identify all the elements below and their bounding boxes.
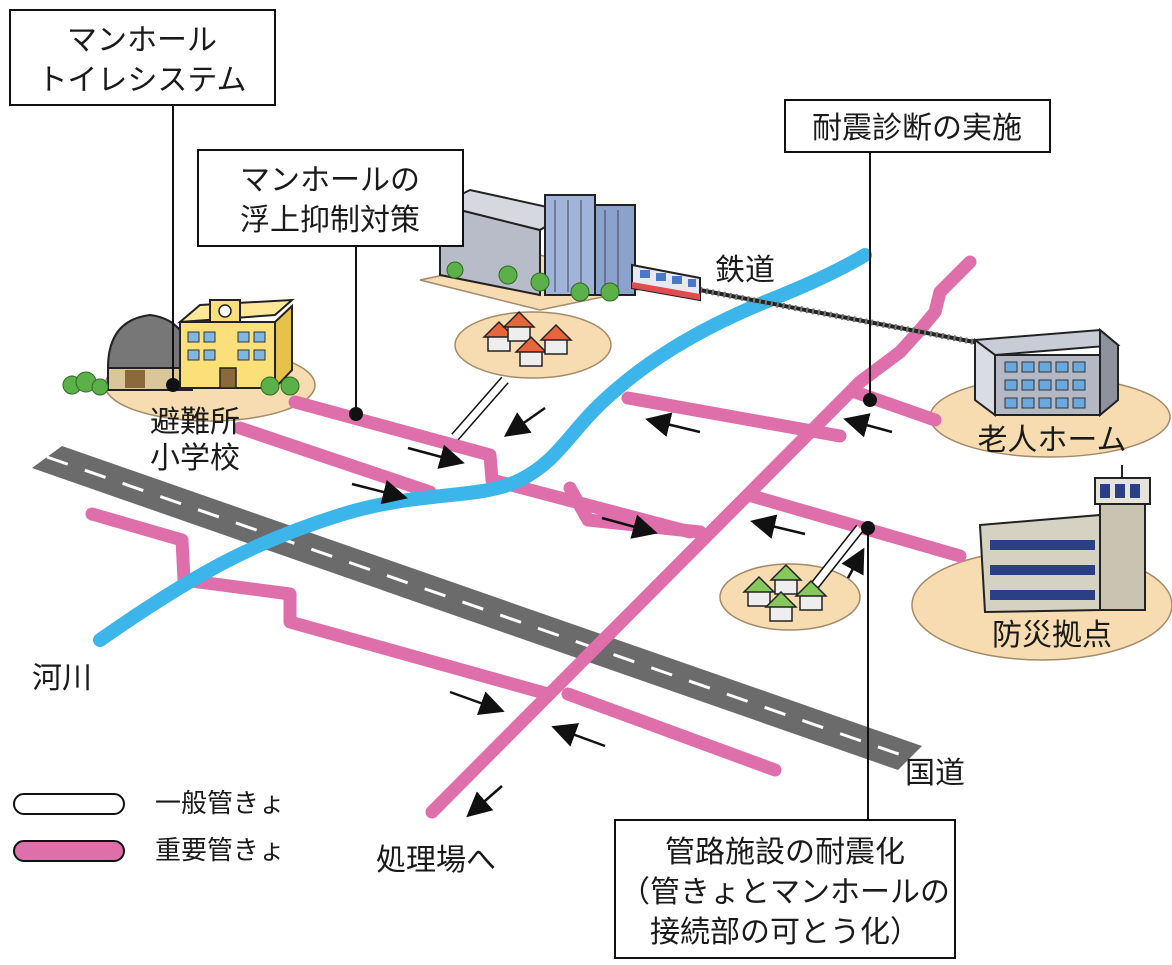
callout-pipe-seismic-line3: 接続部の可とう化）	[650, 915, 920, 950]
pipe-lower	[85, 507, 555, 701]
manhole-dots	[166, 378, 877, 535]
callout-leaders	[172, 105, 871, 820]
school-building-icon	[177, 298, 295, 391]
callout-manhole-toilet: マンホール トイレシステム	[9, 9, 276, 106]
callout-flotation-line2: 浮上抑制対策	[240, 203, 420, 238]
manhole-dot-pipe	[861, 521, 875, 535]
callout-pipe-seismic-line1: 管路施設の耐震化	[665, 835, 905, 870]
elderly-home-building-icon	[972, 327, 1121, 418]
river	[93, 248, 872, 647]
pipe-shelter-upper	[288, 395, 697, 539]
gymnasium-icon	[106, 313, 194, 391]
railway-track	[699, 287, 991, 348]
label-shelter-line2: 小学校	[150, 441, 240, 476]
legend: 一般管きょ 重要管きょ	[13, 789, 285, 866]
houses-icon-2	[742, 563, 828, 622]
pipe-lower-right	[561, 687, 782, 777]
label-elderly-home: 老人ホーム	[977, 423, 1126, 458]
manhole-dot-toilet	[166, 378, 180, 392]
callout-flotation: マンホールの 浮上抑制対策	[197, 149, 464, 247]
callout-seismic-diagnosis-text: 耐震診断の実施	[812, 111, 1022, 146]
tree-icons-shelter	[62, 371, 300, 396]
national-road	[32, 446, 922, 770]
label-disaster-base: 防災拠点	[992, 618, 1112, 653]
callout-manhole-toilet-line1: マンホール	[67, 23, 217, 58]
houses-icon-1	[482, 310, 573, 367]
callout-pipe-seismic-line2: （管きょとマンホールの	[620, 875, 950, 910]
label-national-road: 国道	[905, 756, 965, 791]
flow-arrows	[351, 406, 893, 818]
legend-label-important: 重要管きょ	[155, 836, 285, 866]
office-buildings-icon	[437, 188, 636, 302]
callout-seismic-diagnosis: 耐震診断の実施	[784, 99, 1051, 153]
label-railway: 鉄道	[715, 253, 775, 288]
callout-manhole-toilet-line2: トイレシステム	[37, 63, 246, 98]
label-to-treatment: 処理場へ	[376, 843, 496, 878]
disaster-base-building-icon	[978, 465, 1151, 614]
train-icon	[631, 263, 701, 302]
label-river: 河川	[32, 661, 92, 696]
manhole-dot-flotation	[349, 407, 363, 421]
callout-flotation-line1: マンホールの	[240, 163, 420, 198]
legend-swatch-important	[13, 840, 125, 862]
general-pipes	[451, 376, 864, 589]
label-shelter-line1: 避難所	[150, 405, 240, 440]
manhole-dot-diagnosis	[863, 393, 877, 407]
callout-pipe-seismic: 管路施設の耐震化 （管きょとマンホールの 接続部の可とう化）	[614, 819, 956, 959]
legend-swatch-general	[13, 793, 125, 815]
legend-label-general: 一般管きょ	[155, 789, 285, 819]
pipe-mid	[563, 481, 707, 539]
pipe-elderly-home	[621, 391, 847, 443]
